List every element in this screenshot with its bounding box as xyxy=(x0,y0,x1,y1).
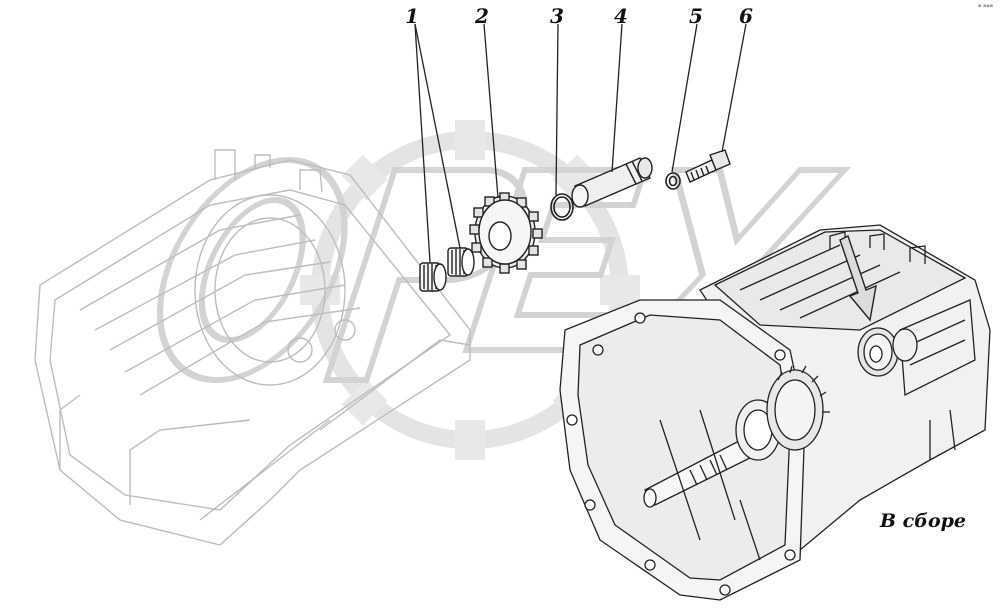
callout-1-label: 1 xyxy=(405,4,419,28)
part-6-bolt xyxy=(685,149,731,183)
part-5-washer xyxy=(665,172,681,190)
part-1-needle-bearings xyxy=(419,247,475,292)
leader-lines xyxy=(414,23,747,263)
callout-6-label: 6 xyxy=(739,4,753,28)
part-2-gear xyxy=(469,192,543,274)
callout-4-label: 4 xyxy=(614,4,628,28)
gearbox-housing-ghost xyxy=(34,149,471,546)
callout-2-label: 2 xyxy=(475,4,489,28)
part-4-axle-pin xyxy=(571,157,653,208)
gearbox-assembled xyxy=(559,224,991,601)
callout-5-label: 5 xyxy=(689,4,703,28)
part-3-snap-ring xyxy=(550,193,574,221)
install-arrow xyxy=(839,235,877,322)
assembly-caption: В сборе xyxy=(880,510,967,532)
callout-3-label: 3 xyxy=(550,4,564,28)
corner-mark: ▪ ▪▪▪ xyxy=(978,3,994,9)
